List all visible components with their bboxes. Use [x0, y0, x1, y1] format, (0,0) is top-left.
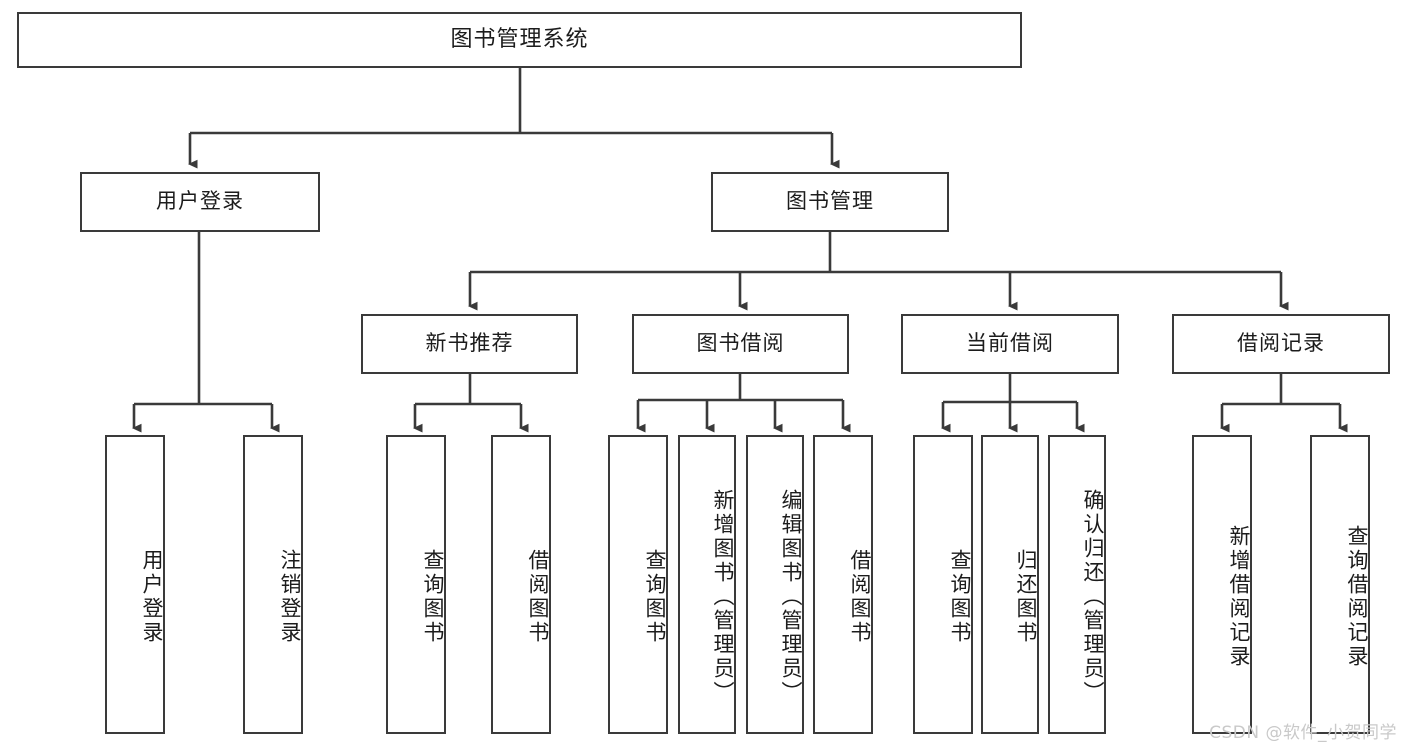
node-label: 查询图书: [421, 548, 445, 645]
node-label: 借阅记录: [1237, 331, 1325, 356]
leaf-add-book-admin[interactable]: 新增图书（管理员）: [678, 435, 736, 734]
leaf-query-book-current[interactable]: 查询图书: [913, 435, 973, 734]
node-label: 借阅图书: [848, 548, 872, 645]
node-label: 查询借阅记录: [1345, 524, 1369, 669]
leaf-query-borrow-record[interactable]: 查询借阅记录: [1310, 435, 1370, 734]
node-user-login[interactable]: 用户登录: [80, 172, 320, 232]
node-book-borrow[interactable]: 图书借阅: [632, 314, 849, 374]
leaf-query-book-borrow[interactable]: 查询图书: [608, 435, 668, 734]
leaf-return-book[interactable]: 归还图书: [981, 435, 1039, 734]
node-label: 确认归还（管理员）: [1081, 488, 1105, 705]
node-label: 用户登录: [140, 548, 164, 645]
leaf-add-borrow-record[interactable]: 新增借阅记录: [1192, 435, 1252, 734]
leaf-edit-book-admin[interactable]: 编辑图书（管理员）: [746, 435, 804, 734]
node-label: 新增借阅记录: [1227, 524, 1251, 669]
node-label: 编辑图书（管理员）: [779, 488, 803, 705]
leaf-borrow-book[interactable]: 借阅图书: [813, 435, 873, 734]
leaf-user-login[interactable]: 用户登录: [105, 435, 165, 734]
csdn-watermark: CSDN @软件_小贺同学: [1209, 723, 1397, 743]
node-label: 用户登录: [156, 189, 244, 214]
leaf-borrow-book-recommend[interactable]: 借阅图书: [491, 435, 551, 734]
node-label: 图书管理系统: [450, 26, 589, 52]
node-label: 查询图书: [643, 548, 667, 645]
node-borrow-record[interactable]: 借阅记录: [1172, 314, 1390, 374]
leaf-query-book-recommend[interactable]: 查询图书: [386, 435, 446, 734]
node-label: 图书借阅: [696, 331, 785, 356]
node-label: 查询图书: [948, 548, 972, 645]
node-new-book-recommend[interactable]: 新书推荐: [361, 314, 578, 374]
node-label: 新增图书（管理员）: [711, 488, 735, 705]
node-current-borrow[interactable]: 当前借阅: [901, 314, 1119, 374]
node-label: 当前借阅: [966, 331, 1054, 356]
node-label: 借阅图书: [526, 548, 550, 645]
leaf-logout[interactable]: 注销登录: [243, 435, 303, 734]
node-label: 新书推荐: [425, 331, 514, 356]
node-root-system[interactable]: 图书管理系统: [17, 12, 1022, 68]
leaf-confirm-return-admin[interactable]: 确认归还（管理员）: [1048, 435, 1106, 734]
node-book-management[interactable]: 图书管理: [711, 172, 949, 232]
node-label: 注销登录: [278, 548, 302, 645]
node-label: 归还图书: [1014, 548, 1038, 645]
node-label: 图书管理: [786, 189, 874, 214]
